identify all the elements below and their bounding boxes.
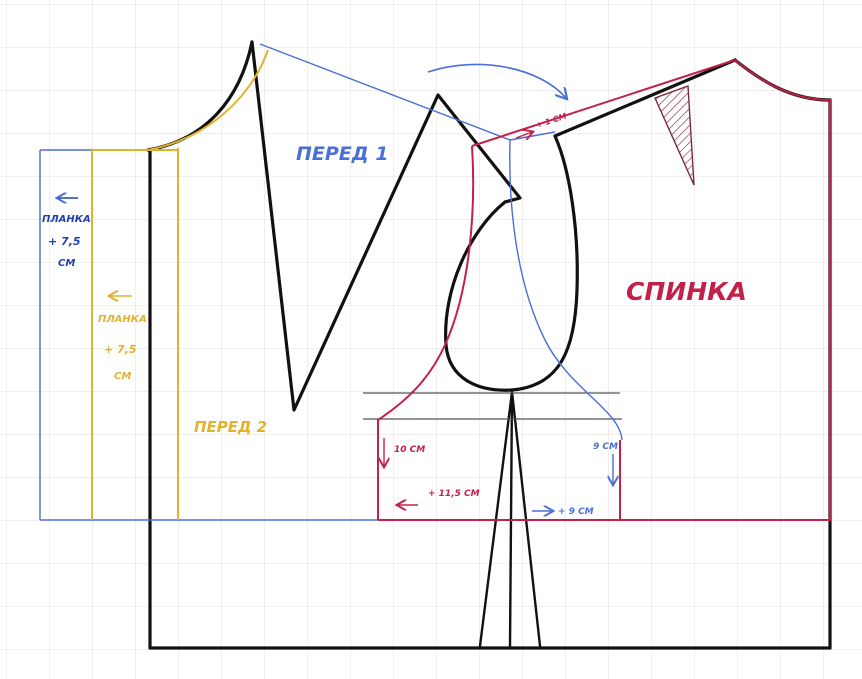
back-label: СПИНКА [626, 277, 747, 306]
placket-blue-line2: + 7,5 [48, 235, 81, 248]
placket-yellow-line2: + 7,5 [104, 343, 137, 356]
hem-right-measure: + 9 СМ [558, 507, 594, 517]
placket-yellow-note: ПЛАНКА + 7,5 СМ [98, 314, 147, 382]
placket-yellow-line1: ПЛАНКА [98, 314, 147, 325]
right-drop-measure: 9 СМ [593, 442, 618, 452]
rotation-arrow [427, 63, 566, 98]
front2-label: ПЕРЕД 2 [194, 418, 267, 436]
placket-blue-line3: СМ [58, 258, 75, 269]
measure-arrows [58, 132, 613, 511]
placket-blue-note: ПЛАНКА + 7,5 СМ [42, 214, 91, 269]
base-armhole [444, 58, 737, 392]
front2-outline [91, 49, 269, 520]
hem-left-measure: + 11,5 СМ [428, 489, 480, 499]
back-shoulder-dart [654, 85, 695, 186]
back-outline [377, 59, 831, 521]
base-front-dart [250, 40, 522, 412]
left-drop-measure: 10 СМ [394, 445, 425, 455]
waist-guides [363, 392, 622, 420]
front1-label: ПЕРЕД 1 [296, 143, 389, 165]
placket-blue-line1: ПЛАНКА [42, 214, 91, 225]
placket-yellow-line3: СМ [114, 371, 131, 382]
